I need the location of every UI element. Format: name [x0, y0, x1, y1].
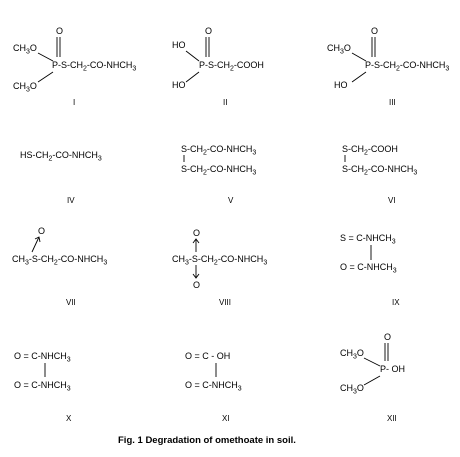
arrow-head [192, 273, 200, 279]
compound-number: VIII [219, 298, 231, 307]
oxygen-label: O [193, 228, 200, 238]
compound-number: XII [387, 414, 397, 423]
methoxy-label: CH3O [340, 383, 364, 396]
chain-label: P-S-CH2-CO-NHCH3 [365, 60, 449, 73]
compound-V: S-CH2-CO-NHCH3 S-CH2-CO-NHCH3 V [181, 144, 256, 205]
bond-line [185, 71, 200, 83]
compound-I: O CH3O P-S-CH2-CO-NHCH3 CH3O I [13, 26, 136, 107]
compound-number: I [73, 98, 75, 107]
chain-label-top: S-CH2-CO-NHCH3 [181, 144, 256, 157]
oxo-label: O = C-NHCH3 [340, 262, 397, 275]
oxygen-label: O [56, 26, 63, 36]
oxo-label-bottom: O = C-NHCH3 [14, 380, 71, 393]
compound-XII: O CH3O P- OH CH3O XII [340, 332, 405, 423]
chain-label: CH3-S-CH2-CO-NHCH3 [12, 254, 107, 267]
chain-label: P- OH [380, 364, 405, 374]
compound-IX: S = C-NHCH3 O = C-NHCH3 IX [340, 233, 400, 307]
hydroxyl-label: HO [334, 80, 348, 90]
compound-X: O = C-NHCH3 O = C-NHCH3 X [14, 351, 72, 423]
compound-number: X [66, 414, 72, 423]
bond-line [37, 52, 54, 62]
bond-line [185, 50, 200, 62]
compound-number: XI [222, 414, 230, 423]
methoxy-label: CH3O [13, 81, 37, 94]
methoxy-label: CH3O [340, 348, 364, 361]
arrow-head [192, 238, 200, 244]
oxygen-label: O [384, 332, 391, 342]
compound-VIII: O CH3-S-CH2-CO-NHCH3 O VIII [172, 228, 267, 307]
bond-line [363, 375, 381, 386]
chain-label: P-S-CH2-COOH [199, 60, 264, 73]
coordinate-bond-arrow [31, 236, 40, 253]
chain-label-bottom: S-CH2-CO-NHCH3 [181, 164, 256, 177]
bond-line [37, 71, 54, 83]
thiono-label: S = C-NHCH3 [340, 233, 396, 246]
figure-caption: Fig. 1 Degradation of omethoate in soil. [118, 435, 296, 446]
bond-line [351, 52, 367, 62]
oxygen-label: O [38, 226, 45, 236]
compound-XI: O = C - OH O = C-NHCH3 XI [185, 351, 242, 423]
compound-number: V [228, 196, 234, 205]
oxygen-label: O [371, 26, 378, 36]
methoxy-label: CH3O [13, 43, 37, 56]
compound-VI: S-CH2-COOH S-CH2-CO-NHCH3 VI [342, 144, 417, 205]
acid-label-top: O = C - OH [185, 351, 230, 361]
compound-number: III [389, 98, 396, 107]
bond-line [351, 71, 367, 83]
chain-label: HS-CH2-CO-NHCH3 [20, 150, 102, 163]
compound-number: II [223, 98, 227, 107]
hydroxyl-label: HO [172, 40, 186, 50]
hydroxyl-label: HO [172, 80, 186, 90]
compound-III: O CH3O P-S-CH2-CO-NHCH3 HO III [327, 26, 449, 107]
chain-label: CH3-S-CH2-CO-NHCH3 [172, 254, 267, 267]
oxygen-label: O [205, 26, 212, 36]
chain-label-bottom: S-CH2-CO-NHCH3 [342, 164, 417, 177]
compound-IV: HS-CH2-CO-NHCH3 IV [20, 150, 102, 205]
compound-number: VI [388, 196, 396, 205]
compound-number: IV [67, 196, 75, 205]
methoxy-label: CH3O [327, 43, 351, 56]
compound-number: IX [392, 298, 400, 307]
bond-line [363, 357, 381, 367]
chain-label: P-S-CH2-CO-NHCH3 [52, 60, 136, 73]
compound-II: O HO P-S-CH2-COOH HO II [172, 26, 264, 107]
compound-number: VII [66, 298, 76, 307]
compound-VII: O CH3-S-CH2-CO-NHCH3 VII [12, 226, 107, 307]
oxo-label-bottom: O = C-NHCH3 [185, 380, 242, 393]
oxygen-label: O [193, 280, 200, 290]
arrow-head [34, 236, 41, 243]
chain-label-top: S-CH2-COOH [342, 144, 398, 157]
oxo-label-top: O = C-NHCH3 [14, 351, 71, 364]
